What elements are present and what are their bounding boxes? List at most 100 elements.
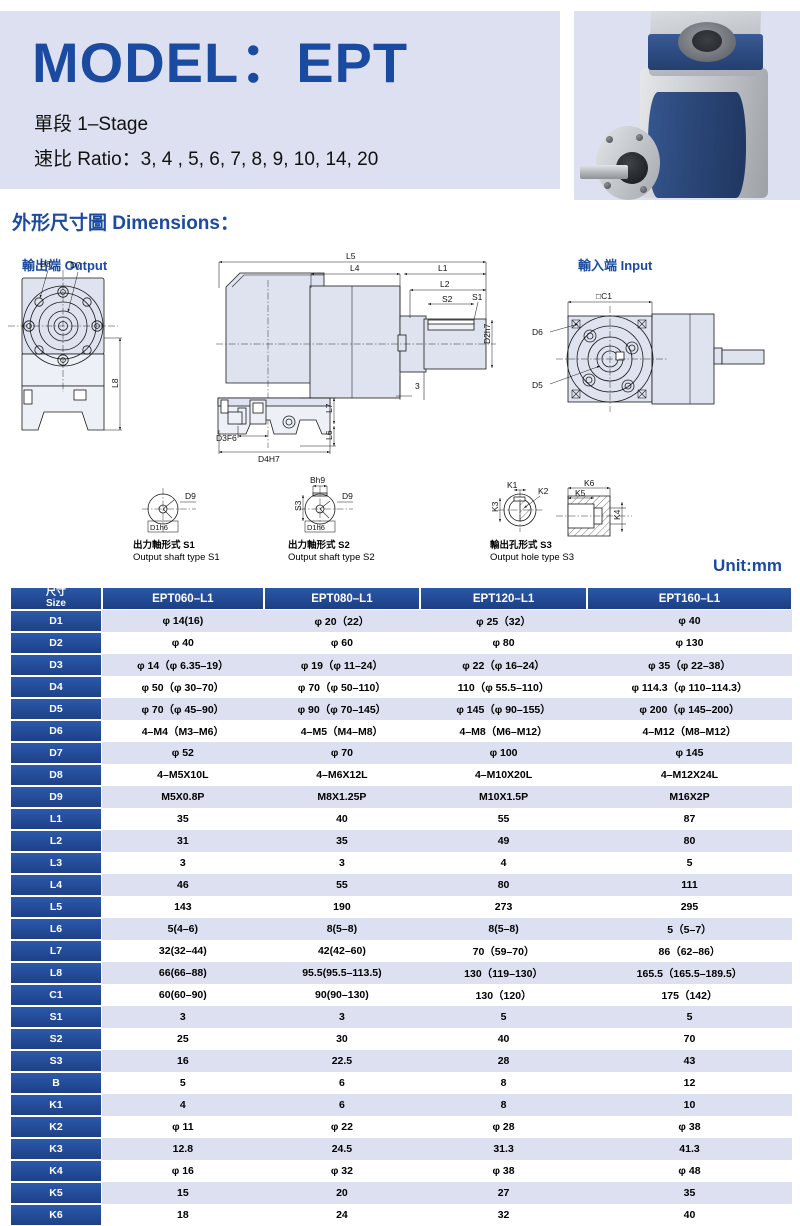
input-clamp [692, 30, 722, 52]
column-header-ept120: EPT120–L1 [420, 587, 587, 610]
corner-header-en: Size [45, 597, 66, 609]
cell-k3-2: 24.5 [263, 1138, 421, 1160]
cell-s3-4: 43 [586, 1050, 792, 1072]
ratio-label: 速比 Ratio：3, 4 , 5, 6, 7, 8, 9, 10, 14, 2… [34, 149, 379, 170]
callout-k2: K2 [538, 486, 549, 496]
page-title: MODEL：EPT [32, 31, 409, 94]
cell-d9-2: M8X1.25P [263, 786, 421, 808]
cell-d4-1: φ 50（φ 30–70） [102, 676, 264, 698]
cell-s1-4: 5 [586, 1006, 792, 1028]
cell-l1-1: 35 [102, 808, 264, 830]
hole-type-s3-drawing: K1 K2 K3 K6 K5 K4 [490, 478, 632, 537]
cell-c1-4: 175（142） [586, 984, 792, 1006]
cell-l1-2: 40 [263, 808, 421, 830]
specification-table: 尺寸 Size EPT060–L1 EPT080–L1 EPT120–L1 EP… [10, 587, 792, 1226]
corner-header-cn: 尺寸 [46, 587, 66, 598]
side-section-view: L5 L4 L1 L2 S2 S1 D2h7 3 L7 L6 [216, 251, 496, 464]
cell-d9-3: M10X1.5P [420, 786, 587, 808]
cell-d2-2: φ 60 [263, 632, 421, 654]
row-label-l1: L1 [10, 808, 102, 830]
hole-type-s3-en: Output hole type S3 [490, 551, 574, 563]
cell-l7-3: 70（59–70） [420, 940, 587, 962]
row-label-l8: L8 [10, 962, 102, 984]
cell-l3-1: 3 [102, 852, 264, 874]
cell-k3-1: 12.8 [102, 1138, 264, 1160]
callout-d2h7: D2h7 [482, 323, 492, 344]
cell-d5-1: φ 70（φ 45–90） [102, 698, 264, 720]
cell-l1-3: 55 [420, 808, 587, 830]
technical-drawings: .ln { stroke:#1a1a1a; stroke-width:.8; f… [0, 240, 800, 580]
callout-k5: K5 [575, 488, 586, 498]
cell-b-2: 6 [263, 1072, 421, 1094]
cell-k6-4: 40 [586, 1204, 792, 1226]
cell-l4-2: 55 [263, 874, 421, 896]
cell-l2-1: 31 [102, 830, 264, 852]
flange-bolt-icon [636, 134, 643, 141]
cell-l7-4: 86（62–86） [586, 940, 792, 962]
row-label-c1: C1 [10, 984, 102, 1006]
cell-l5-3: 273 [420, 896, 587, 918]
input-face-view: □C1 D6 D5 [532, 291, 765, 412]
cell-l8-2: 95.5(95.5–113.5) [263, 962, 421, 984]
cell-c1-3: 130（120） [420, 984, 587, 1006]
cell-l4-3: 80 [420, 874, 587, 896]
flange-bolt-icon [606, 136, 613, 143]
cell-s2-2: 30 [263, 1028, 421, 1050]
cell-d6-1: 4–M4（M3–M6） [102, 720, 264, 742]
cell-c1-2: 90(90–130) [263, 984, 421, 1006]
row-label-d5: D5 [10, 698, 102, 720]
callout-s2: S2 [442, 294, 453, 304]
cell-d1-4: φ 40 [586, 610, 792, 632]
callout-k4: K4 [612, 509, 622, 520]
cell-s2-1: 25 [102, 1028, 264, 1050]
cell-b-4: 12 [586, 1072, 792, 1094]
cell-s1-2: 3 [263, 1006, 421, 1028]
callout-d9-s2: D9 [342, 491, 353, 501]
callout-d4h7: D4H7 [258, 454, 280, 464]
callout-l2: L2 [440, 279, 450, 289]
shaft-type-s1-en: Output shaft type S1 [133, 551, 220, 563]
cell-d7-2: φ 70 [263, 742, 421, 764]
cell-k1-3: 8 [420, 1094, 587, 1116]
cell-k5-1: 15 [102, 1182, 264, 1204]
cell-b-3: 8 [420, 1072, 587, 1094]
cell-k1-4: 10 [586, 1094, 792, 1116]
row-label-k4: K4 [10, 1160, 102, 1182]
callout-c1: □C1 [596, 291, 612, 301]
cell-k6-2: 24 [263, 1204, 421, 1226]
row-label-s2: S2 [10, 1028, 102, 1050]
cell-l2-2: 35 [263, 830, 421, 852]
cell-d1-1: φ 14(16) [102, 610, 264, 632]
callout-d6: D6 [532, 327, 543, 337]
cell-k1-1: 4 [102, 1094, 264, 1116]
cell-l8-1: 66(66–88) [102, 962, 264, 984]
row-label-d9: D9 [10, 786, 102, 808]
row-label-l2: L2 [10, 830, 102, 852]
cell-l1-4: 87 [586, 808, 792, 830]
row-label-d8: D8 [10, 764, 102, 786]
row-label-l5: L5 [10, 896, 102, 918]
callout-d7: D7 [70, 260, 81, 270]
cell-l6-1: 5(4–6) [102, 918, 264, 940]
cell-d5-2: φ 90（φ 70–145） [263, 698, 421, 720]
row-label-s3: S3 [10, 1050, 102, 1072]
photo-edge-left [560, 0, 574, 200]
cell-s2-3: 40 [420, 1028, 587, 1050]
output-face-view: D8 D7 L8 [8, 259, 122, 431]
cell-s2-4: 70 [586, 1028, 792, 1050]
